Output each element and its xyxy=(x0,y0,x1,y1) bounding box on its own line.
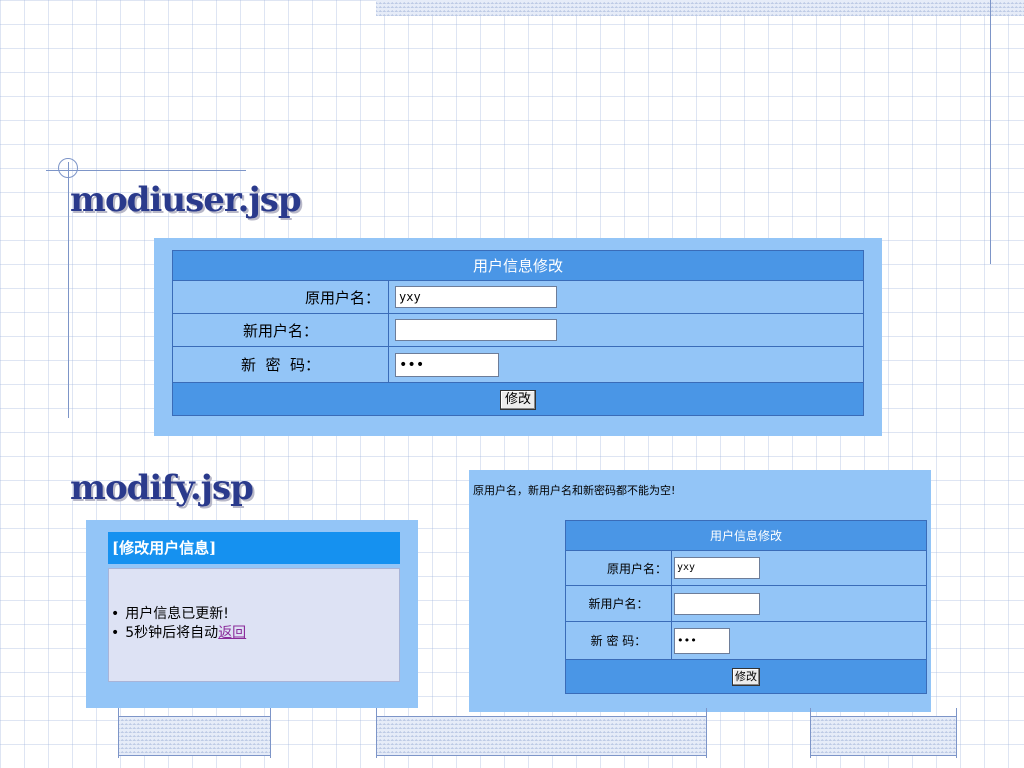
bottom-decor-tick xyxy=(810,708,811,758)
form2-new-username-label: 新用户名： xyxy=(565,585,672,622)
orig-username-cell: yxy xyxy=(388,280,864,314)
form2-new-password-cell: ••• xyxy=(671,621,927,660)
new-username-label: 新用户名： xyxy=(172,313,389,347)
bottom-decor-tick xyxy=(376,708,377,758)
decor-circle-mark xyxy=(58,158,78,178)
modify-result-screenshot: [修改用户信息] 用户信息已更新! 5秒钟后将自动返回 xyxy=(86,520,418,708)
modiuser-screenshot: 用户信息修改 原用户名： yxy 新用户名： 新 密 码： ••• 修改 xyxy=(154,238,882,436)
bottom-decor-tick xyxy=(270,708,271,758)
new-password-label: 新 密 码： xyxy=(172,346,389,383)
list-item: 5秒钟后将自动返回 xyxy=(109,624,246,643)
decor-horizontal-line xyxy=(46,170,246,171)
title-modiuser: modiuser.jsp xyxy=(70,180,302,220)
decor-vertical-line-right xyxy=(990,0,991,264)
bottom-decor-bar-3 xyxy=(810,716,956,756)
result-header: [修改用户信息] xyxy=(108,532,400,564)
result-body: 用户信息已更新! 5秒钟后将自动返回 xyxy=(108,568,400,682)
modify-button[interactable]: 修改 xyxy=(499,390,536,410)
top-decoration-pattern xyxy=(376,0,1024,16)
form2-header: 用户信息修改 xyxy=(565,520,927,551)
submit-row: 修改 xyxy=(172,382,864,416)
form2-new-username-input[interactable] xyxy=(674,592,760,615)
orig-username-input[interactable]: yxy xyxy=(395,286,557,308)
new-password-input[interactable]: ••• xyxy=(395,352,499,377)
form2-orig-username-input[interactable]: yxy xyxy=(674,557,760,579)
bottom-decor-tick xyxy=(118,708,119,758)
form-header: 用户信息修改 xyxy=(172,250,864,281)
list-item: 用户信息已更新! xyxy=(109,605,246,624)
updated-message: 用户信息已更新! xyxy=(125,606,229,622)
bottom-decor-bar-1 xyxy=(118,716,270,756)
form2-submit-row: 修改 xyxy=(565,659,927,694)
new-username-cell xyxy=(388,313,864,347)
result-list: 用户信息已更新! 5秒钟后将自动返回 xyxy=(109,605,246,643)
redirect-message: 5秒钟后将自动 xyxy=(125,625,219,641)
form2-new-username-cell xyxy=(671,585,927,622)
bottom-decor-tick xyxy=(956,708,957,758)
decor-vertical-line-left xyxy=(68,162,69,418)
new-password-cell: ••• xyxy=(388,346,864,383)
return-link[interactable]: 返回 xyxy=(218,625,247,641)
error-message: 原用户名，新用户名和新密码都不能为空! xyxy=(473,484,676,497)
bottom-decor-tick xyxy=(706,708,707,758)
title-modify: modify.jsp xyxy=(70,468,254,508)
modiuser-form-table: 用户信息修改 原用户名： yxy 新用户名： 新 密 码： ••• 修改 xyxy=(172,250,864,416)
form2-orig-username-label: 原用户名： xyxy=(565,550,672,586)
form2-modify-button[interactable]: 修改 xyxy=(732,667,760,686)
modify-error-screenshot: 原用户名，新用户名和新密码都不能为空! 用户信息修改 原用户名： yxy 新用户… xyxy=(469,470,931,712)
modify-form-table: 用户信息修改 原用户名： yxy 新用户名： 新 密 码： ••• 修改 xyxy=(565,520,927,694)
orig-username-label: 原用户名： xyxy=(172,280,389,314)
new-username-input[interactable] xyxy=(395,319,557,341)
form2-new-password-label: 新 密 码： xyxy=(565,621,672,660)
form2-orig-username-cell: yxy xyxy=(671,550,927,586)
form2-new-password-input[interactable]: ••• xyxy=(674,627,730,654)
bottom-decor-bar-2 xyxy=(376,716,706,756)
